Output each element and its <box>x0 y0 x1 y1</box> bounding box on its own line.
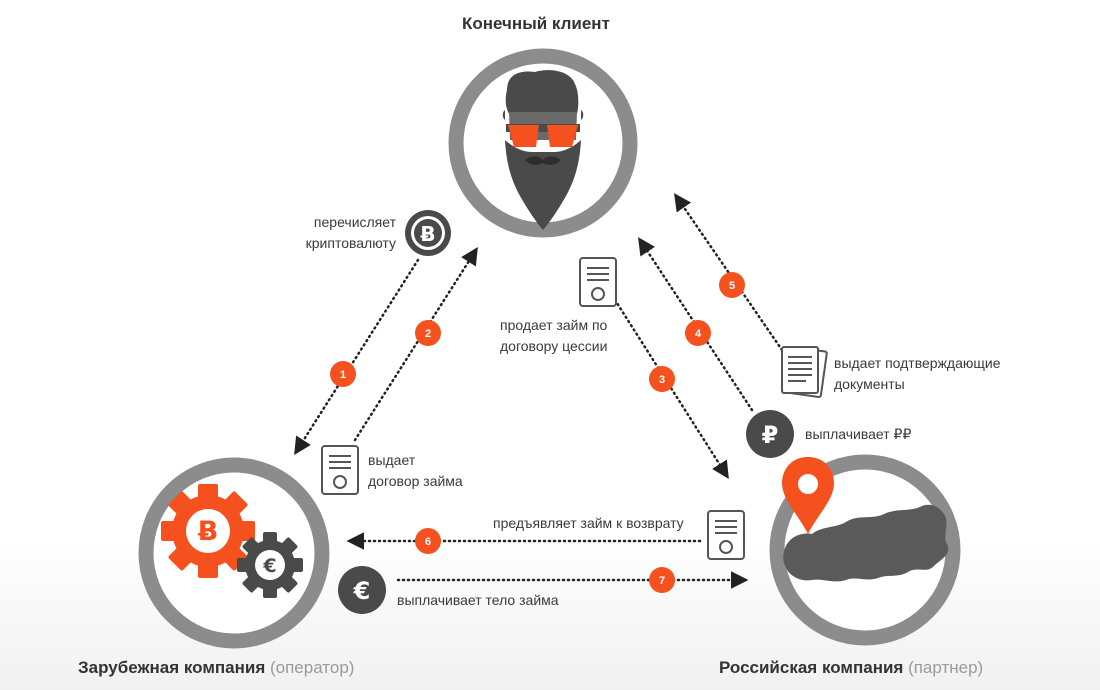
arrow-step-2 <box>353 247 478 442</box>
russia-map-icon <box>783 504 949 582</box>
foreign-company-name: Зарубежная компания <box>78 658 266 677</box>
label-issues-documents: выдает подтверждающие документы <box>834 355 1001 392</box>
ruble-coin-icon: ₽ <box>746 410 794 458</box>
documents-stack-icon <box>781 345 828 399</box>
certificate-icon-sell <box>579 257 617 307</box>
step-badge-4: 4 <box>685 320 711 346</box>
certificate-icon-return <box>707 510 745 560</box>
svg-text:3: 3 <box>659 374 665 386</box>
euro-gear-icon: € <box>237 532 303 598</box>
svg-text:4: 4 <box>695 328 702 340</box>
step-badge-7: 7 <box>649 567 675 593</box>
svg-text:6: 6 <box>425 536 431 548</box>
client-node <box>448 48 638 238</box>
russian-company-node <box>769 454 961 646</box>
russian-company-title: Российская компания (партнер) <box>719 658 983 678</box>
foreign-company-title: Зарубежная компания (оператор) <box>78 658 354 678</box>
arrow-step-1 <box>294 258 420 455</box>
client-title: Конечный клиент <box>462 14 610 33</box>
euro-coin-icon: € <box>338 566 386 614</box>
label-pays-rubles: выплачивает ₽₽ <box>805 426 912 442</box>
bitcoin-gear-icon: Ƀ <box>161 484 255 578</box>
step-badge-6: 6 <box>415 528 441 554</box>
bearded-man-icon <box>502 70 584 230</box>
label-presents-loan: предъявляет займ к возврату <box>493 515 684 531</box>
svg-text:€: € <box>353 577 371 605</box>
svg-text:1: 1 <box>340 369 346 381</box>
step-badge-5: 5 <box>719 272 745 298</box>
russian-company-name: Российская компания <box>719 658 904 677</box>
bitcoin-coin-icon: Ƀ <box>405 210 451 256</box>
russian-company-role: (партнер) <box>908 658 984 677</box>
svg-text:7: 7 <box>659 575 665 587</box>
certificate-icon-contract <box>321 445 359 495</box>
arrow-step-5 <box>674 193 784 352</box>
label-sells-loan: продает займ по договору цессии <box>500 317 608 354</box>
label-pays-loan-body: выплачивает тело займа <box>397 592 559 608</box>
step-badge-1: 1 <box>330 361 356 387</box>
foreign-company-node: Ƀ € <box>138 457 330 649</box>
svg-text:Ƀ: Ƀ <box>420 222 435 246</box>
step-badge-2: 2 <box>415 320 441 346</box>
svg-text:2: 2 <box>425 328 431 340</box>
label-transfers-crypto: перечисляет криптовалюту <box>305 214 396 251</box>
location-pin-icon <box>782 457 834 534</box>
euro-gear-glyph: € <box>262 555 276 577</box>
step-badge-3: 3 <box>649 366 675 392</box>
foreign-company-role: (оператор) <box>269 658 355 677</box>
label-issues-loan-contract: выдает договор займа <box>368 452 463 489</box>
bitcoin-gear-glyph: Ƀ <box>198 516 219 547</box>
svg-text:₽: ₽ <box>762 421 779 449</box>
svg-text:5: 5 <box>729 280 735 292</box>
